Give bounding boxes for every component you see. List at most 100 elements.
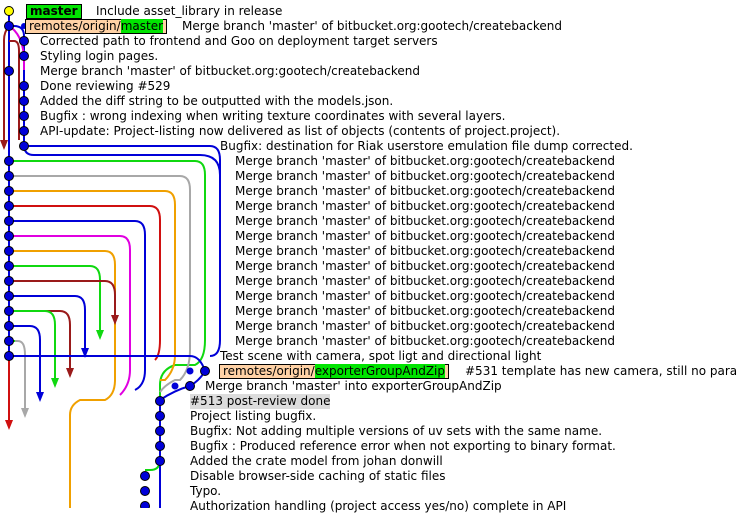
commit-row[interactable]: Merge branch 'master' of bitbucket.org:g… — [0, 229, 737, 244]
commit-dot[interactable] — [4, 21, 14, 31]
commit-row[interactable]: API-update: Project-listing now delivere… — [0, 124, 737, 139]
commit-dot[interactable] — [4, 156, 14, 166]
commit-dot[interactable] — [4, 246, 14, 256]
commit-row[interactable]: Project listing bugfix. — [0, 409, 737, 424]
commit-dot[interactable] — [19, 81, 29, 91]
commit-row[interactable]: Bugfix: destination for Riak userstore e… — [0, 139, 737, 154]
commit-dot[interactable] — [185, 381, 195, 391]
commit-row[interactable]: Merge branch 'master' of bitbucket.org:g… — [0, 214, 737, 229]
commit-dot[interactable] — [4, 216, 14, 226]
branch-line — [9, 220, 146, 391]
commit-row[interactable]: Added the crate model from johan donwill — [0, 454, 737, 469]
commit-dot[interactable] — [4, 231, 14, 241]
commit-row[interactable]: Merge branch 'master' of bitbucket.org:g… — [0, 319, 737, 334]
branch-line — [9, 250, 116, 508]
commit-dot[interactable] — [4, 261, 14, 271]
commit-dot[interactable] — [19, 51, 29, 61]
commit-dot[interactable] — [140, 471, 150, 481]
arrow-down-icon — [81, 348, 89, 358]
commit-dot[interactable] — [155, 456, 165, 466]
commit-row[interactable]: Merge branch 'master' of bitbucket.org:g… — [0, 169, 737, 184]
commit-dot[interactable] — [171, 382, 179, 390]
remote-branch-name: master — [120, 19, 164, 33]
commit-dot[interactable] — [140, 501, 150, 509]
commit-dot[interactable] — [19, 141, 29, 151]
arrow-down-icon — [0, 140, 8, 150]
commit-row[interactable]: Authorization handling (project access y… — [0, 499, 737, 514]
commit-row[interactable]: Bugfix: Not adding multiple versions of … — [0, 424, 737, 439]
commit-message: Typo. — [190, 484, 222, 498]
commit-message: Bugfix: Not adding multiple versions of … — [190, 424, 603, 438]
commit-dot[interactable] — [4, 321, 14, 331]
commit-dot[interactable] — [4, 171, 14, 181]
commit-dot[interactable] — [19, 36, 29, 46]
commit-dot[interactable] — [155, 396, 165, 406]
commit-row[interactable]: Merge branch 'master' into exporterGroup… — [0, 379, 737, 394]
commit-row[interactable]: Typo. — [0, 484, 737, 499]
commit-dot[interactable] — [4, 291, 14, 301]
commit-message: Merge branch 'master' of bitbucket.org:g… — [235, 214, 615, 228]
commit-message: Project listing bugfix. — [190, 409, 317, 423]
commit-row[interactable]: Test scene with camera, spot ligt and di… — [0, 349, 737, 364]
commit-dot[interactable] — [200, 366, 210, 376]
arrow-down-icon — [21, 408, 29, 418]
branch-line — [9, 235, 131, 396]
commit-message: Merge branch 'master' of bitbucket.org:g… — [40, 64, 420, 78]
commit-dot[interactable] — [155, 426, 165, 436]
branch-line — [9, 40, 20, 140]
commit-dot[interactable] — [19, 96, 29, 106]
commit-message: Disable browser-side caching of static f… — [190, 469, 446, 483]
commit-dot[interactable] — [19, 111, 29, 121]
commit-dot[interactable] — [140, 486, 150, 496]
commit-row[interactable]: Merge branch 'master' of bitbucket.org:g… — [0, 64, 737, 79]
commit-row[interactable]: Bugfix : Produced reference error when n… — [0, 439, 737, 454]
commit-row[interactable]: Merge branch 'master' of bitbucket.org:g… — [0, 199, 737, 214]
remote-ref-origin-master[interactable]: remotes/origin/master — [25, 19, 168, 34]
commit-dot[interactable] — [4, 186, 14, 196]
branch-line — [9, 280, 116, 315]
commit-row[interactable]: Corrected path to frontend and Goo on de… — [0, 34, 737, 49]
commit-row[interactable]: Merge branch 'master' of bitbucket.org:g… — [0, 304, 737, 319]
commit-message: Added the crate model from johan donwill — [190, 454, 443, 468]
commit-row[interactable]: Merge branch 'master' of bitbucket.org:g… — [0, 274, 737, 289]
commit-row[interactable]: Styling login pages. — [0, 49, 737, 64]
commit-row[interactable]: Merge branch 'master' of bitbucket.org:g… — [0, 244, 737, 259]
commit-dot[interactable] — [4, 351, 14, 361]
arrow-down-icon — [5, 420, 13, 430]
commit-dot[interactable] — [19, 126, 29, 136]
branch-line — [9, 310, 71, 368]
commit-dot[interactable] — [4, 201, 14, 211]
commit-dot[interactable] — [155, 441, 165, 451]
branch-line — [24, 145, 221, 357]
branch-ref-master[interactable]: master — [26, 4, 82, 19]
commit-dot[interactable] — [186, 367, 194, 375]
branch-line — [9, 340, 26, 408]
commit-row[interactable]: Done reviewing #529 — [0, 79, 737, 94]
commit-message: Merge branch 'master' of bitbucket.org:g… — [235, 259, 615, 273]
commit-row[interactable]: Added the diff string to be outputted wi… — [0, 94, 737, 109]
commit-row[interactable]: Merge branch 'master' of bitbucket.org:g… — [0, 184, 737, 199]
commit-message: Merge branch 'master' of bitbucket.org:g… — [235, 244, 615, 258]
commit-row[interactable]: Bugfix : wrong indexing when writing tex… — [0, 109, 737, 124]
commit-row[interactable]: remotes/origin/exporterGroupAndZip#531 t… — [0, 364, 737, 379]
commit-message: Merge branch 'master' of bitbucket.org:g… — [235, 274, 615, 288]
commit-message: Merge branch 'master' of bitbucket.org:g… — [235, 169, 615, 183]
arrow-down-icon — [111, 315, 119, 325]
commit-row[interactable]: Merge branch 'master' of bitbucket.org:g… — [0, 154, 737, 169]
commit-row[interactable]: Merge branch 'master' of bitbucket.org:g… — [0, 334, 737, 349]
remote-ref-origin-exporterGroupAndZip[interactable]: remotes/origin/exporterGroupAndZip — [219, 364, 450, 379]
commit-dot[interactable] — [4, 276, 14, 286]
commit-dot[interactable] — [155, 411, 165, 421]
branch-line — [9, 325, 41, 392]
commit-dot[interactable] — [4, 336, 14, 346]
head-commit-dot[interactable] — [4, 6, 14, 16]
commit-row[interactable]: Merge branch 'master' of bitbucket.org:g… — [0, 289, 737, 304]
commit-dot[interactable] — [4, 306, 14, 316]
commit-row[interactable]: Merge branch 'master' of bitbucket.org:g… — [0, 259, 737, 274]
commit-dot[interactable] — [4, 66, 14, 76]
commit-row[interactable]: #513 post-review done — [0, 394, 737, 409]
commit-row[interactable]: Disable browser-side caching of static f… — [0, 469, 737, 484]
